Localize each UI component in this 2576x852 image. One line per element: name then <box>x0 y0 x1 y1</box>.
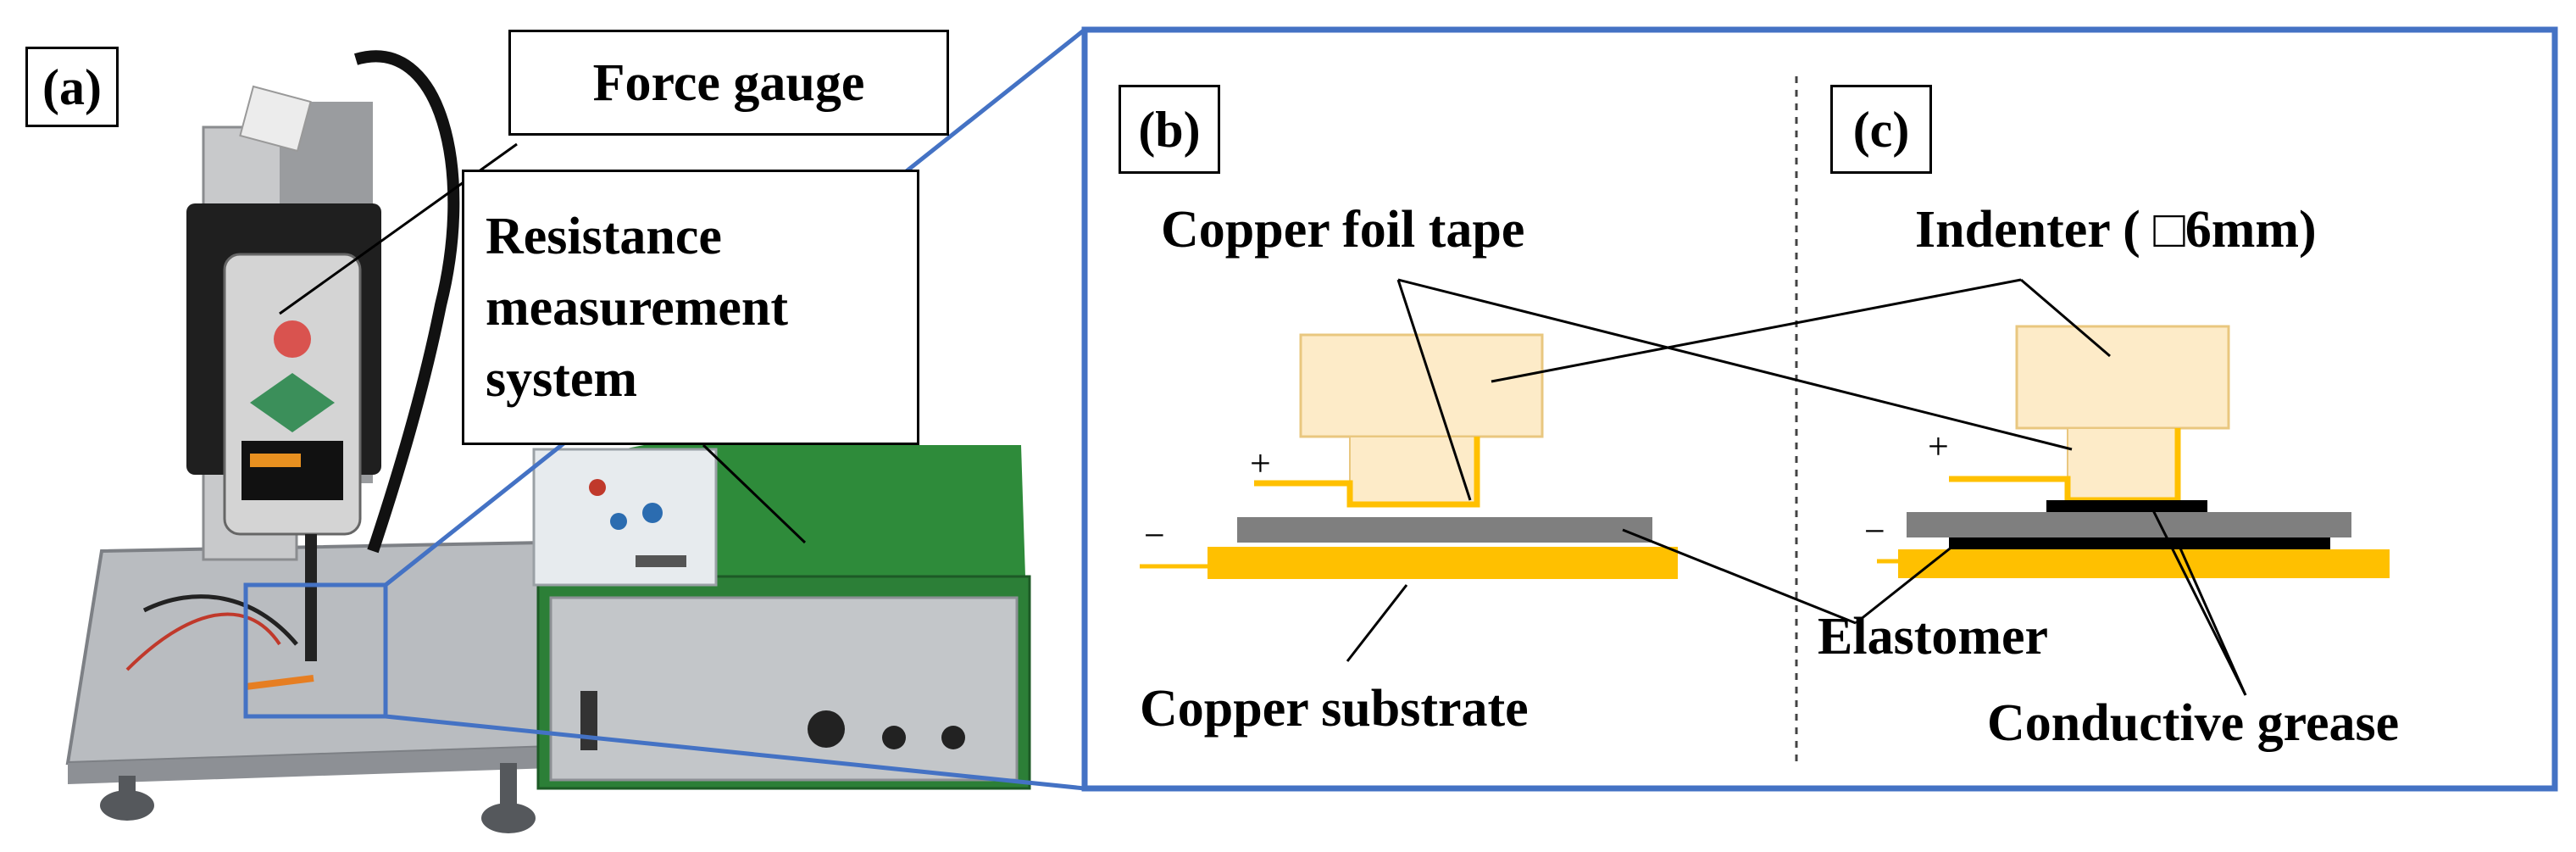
leader-elastomer-c <box>1855 541 1958 625</box>
cabinet-badge <box>636 555 686 567</box>
b-minus-sign: − <box>1144 515 1165 556</box>
resistance-label-box: Resistance measurement system <box>462 170 919 445</box>
gauge-keypad <box>250 373 335 432</box>
b-elastomer <box>1237 517 1652 543</box>
sample-highlight-box <box>243 582 388 719</box>
callout-resistance <box>702 443 807 544</box>
gauge-display <box>242 441 343 500</box>
detail-frame <box>1081 26 2558 792</box>
leader-grease-2 <box>2176 542 2247 696</box>
elastomer-label: Elastomer <box>1818 608 2049 665</box>
panel-a-label: (a) <box>42 58 102 115</box>
front-terminal-2 <box>941 726 965 749</box>
gauge-logo <box>274 320 311 358</box>
leader-elastomer-b <box>1622 528 1857 625</box>
control-knob-red <box>589 479 606 496</box>
gauge-display-readout <box>250 454 301 467</box>
c-minus-sign: − <box>1864 510 1885 552</box>
panel-c-label: (c) <box>1852 101 1910 158</box>
zoom-line-bottom <box>385 714 1085 791</box>
leader-indenter-b <box>1491 278 2022 383</box>
b-copper-foil-tape <box>1254 437 1480 508</box>
c-grease-bottom <box>1949 537 2330 549</box>
copper-foil-tape-label: Copper foil tape <box>1161 201 1525 259</box>
wire-black <box>142 594 298 646</box>
b-indenter-tip <box>1349 436 1478 505</box>
leader-indenter-c <box>2020 278 2111 358</box>
indenter-label: Indenter ( □6mm) <box>1915 201 2317 259</box>
foot-right-post <box>500 763 517 818</box>
foot-left-post <box>119 776 136 805</box>
front-terminal-1 <box>882 726 906 749</box>
c-elastomer <box>1907 512 2351 537</box>
panel-c-label-box: (c) <box>1830 85 1932 174</box>
probe-rod <box>305 534 317 661</box>
control-knob-blue-2 <box>610 513 627 530</box>
c-indenter-tip <box>2067 427 2179 501</box>
cabinet-front-panel <box>549 596 1019 782</box>
base-plate-edge <box>68 746 576 784</box>
panel-b-label: (b) <box>1138 101 1201 158</box>
c-copper-substrate <box>1898 549 2390 578</box>
gauge-tag <box>239 85 312 153</box>
front-switch <box>580 691 597 750</box>
leader-grease-1 <box>2151 508 2247 696</box>
leader-substrate <box>1346 584 1408 662</box>
front-dial <box>808 710 845 748</box>
panel-b-label-box: (b) <box>1119 85 1220 174</box>
conductive-grease-label: Conductive grease <box>1987 694 2400 752</box>
c-plus-sign: + <box>1928 426 1949 467</box>
b-copper-substrate <box>1208 547 1678 579</box>
force-gauge-label: Force gauge <box>592 53 865 112</box>
wire-orange <box>245 675 314 690</box>
leader-foil-c <box>1397 278 2073 451</box>
c-grease-top <box>2046 500 2207 514</box>
resistance-label-line2: measurement <box>486 278 788 337</box>
resistance-label-line3: system <box>486 349 638 408</box>
cable <box>353 50 460 554</box>
wire-red <box>125 612 281 671</box>
panel-a-label-box: (a) <box>25 47 119 127</box>
b-plus-sign: + <box>1250 443 1271 484</box>
force-gauge-label-box: Force gauge <box>508 30 949 136</box>
control-knob-blue-1 <box>642 503 663 523</box>
c-indenter <box>2015 325 2230 430</box>
copper-substrate-label: Copper substrate <box>1140 680 1529 738</box>
leader-foil-b <box>1396 279 1472 501</box>
resistance-label-line1: Resistance <box>486 207 722 265</box>
